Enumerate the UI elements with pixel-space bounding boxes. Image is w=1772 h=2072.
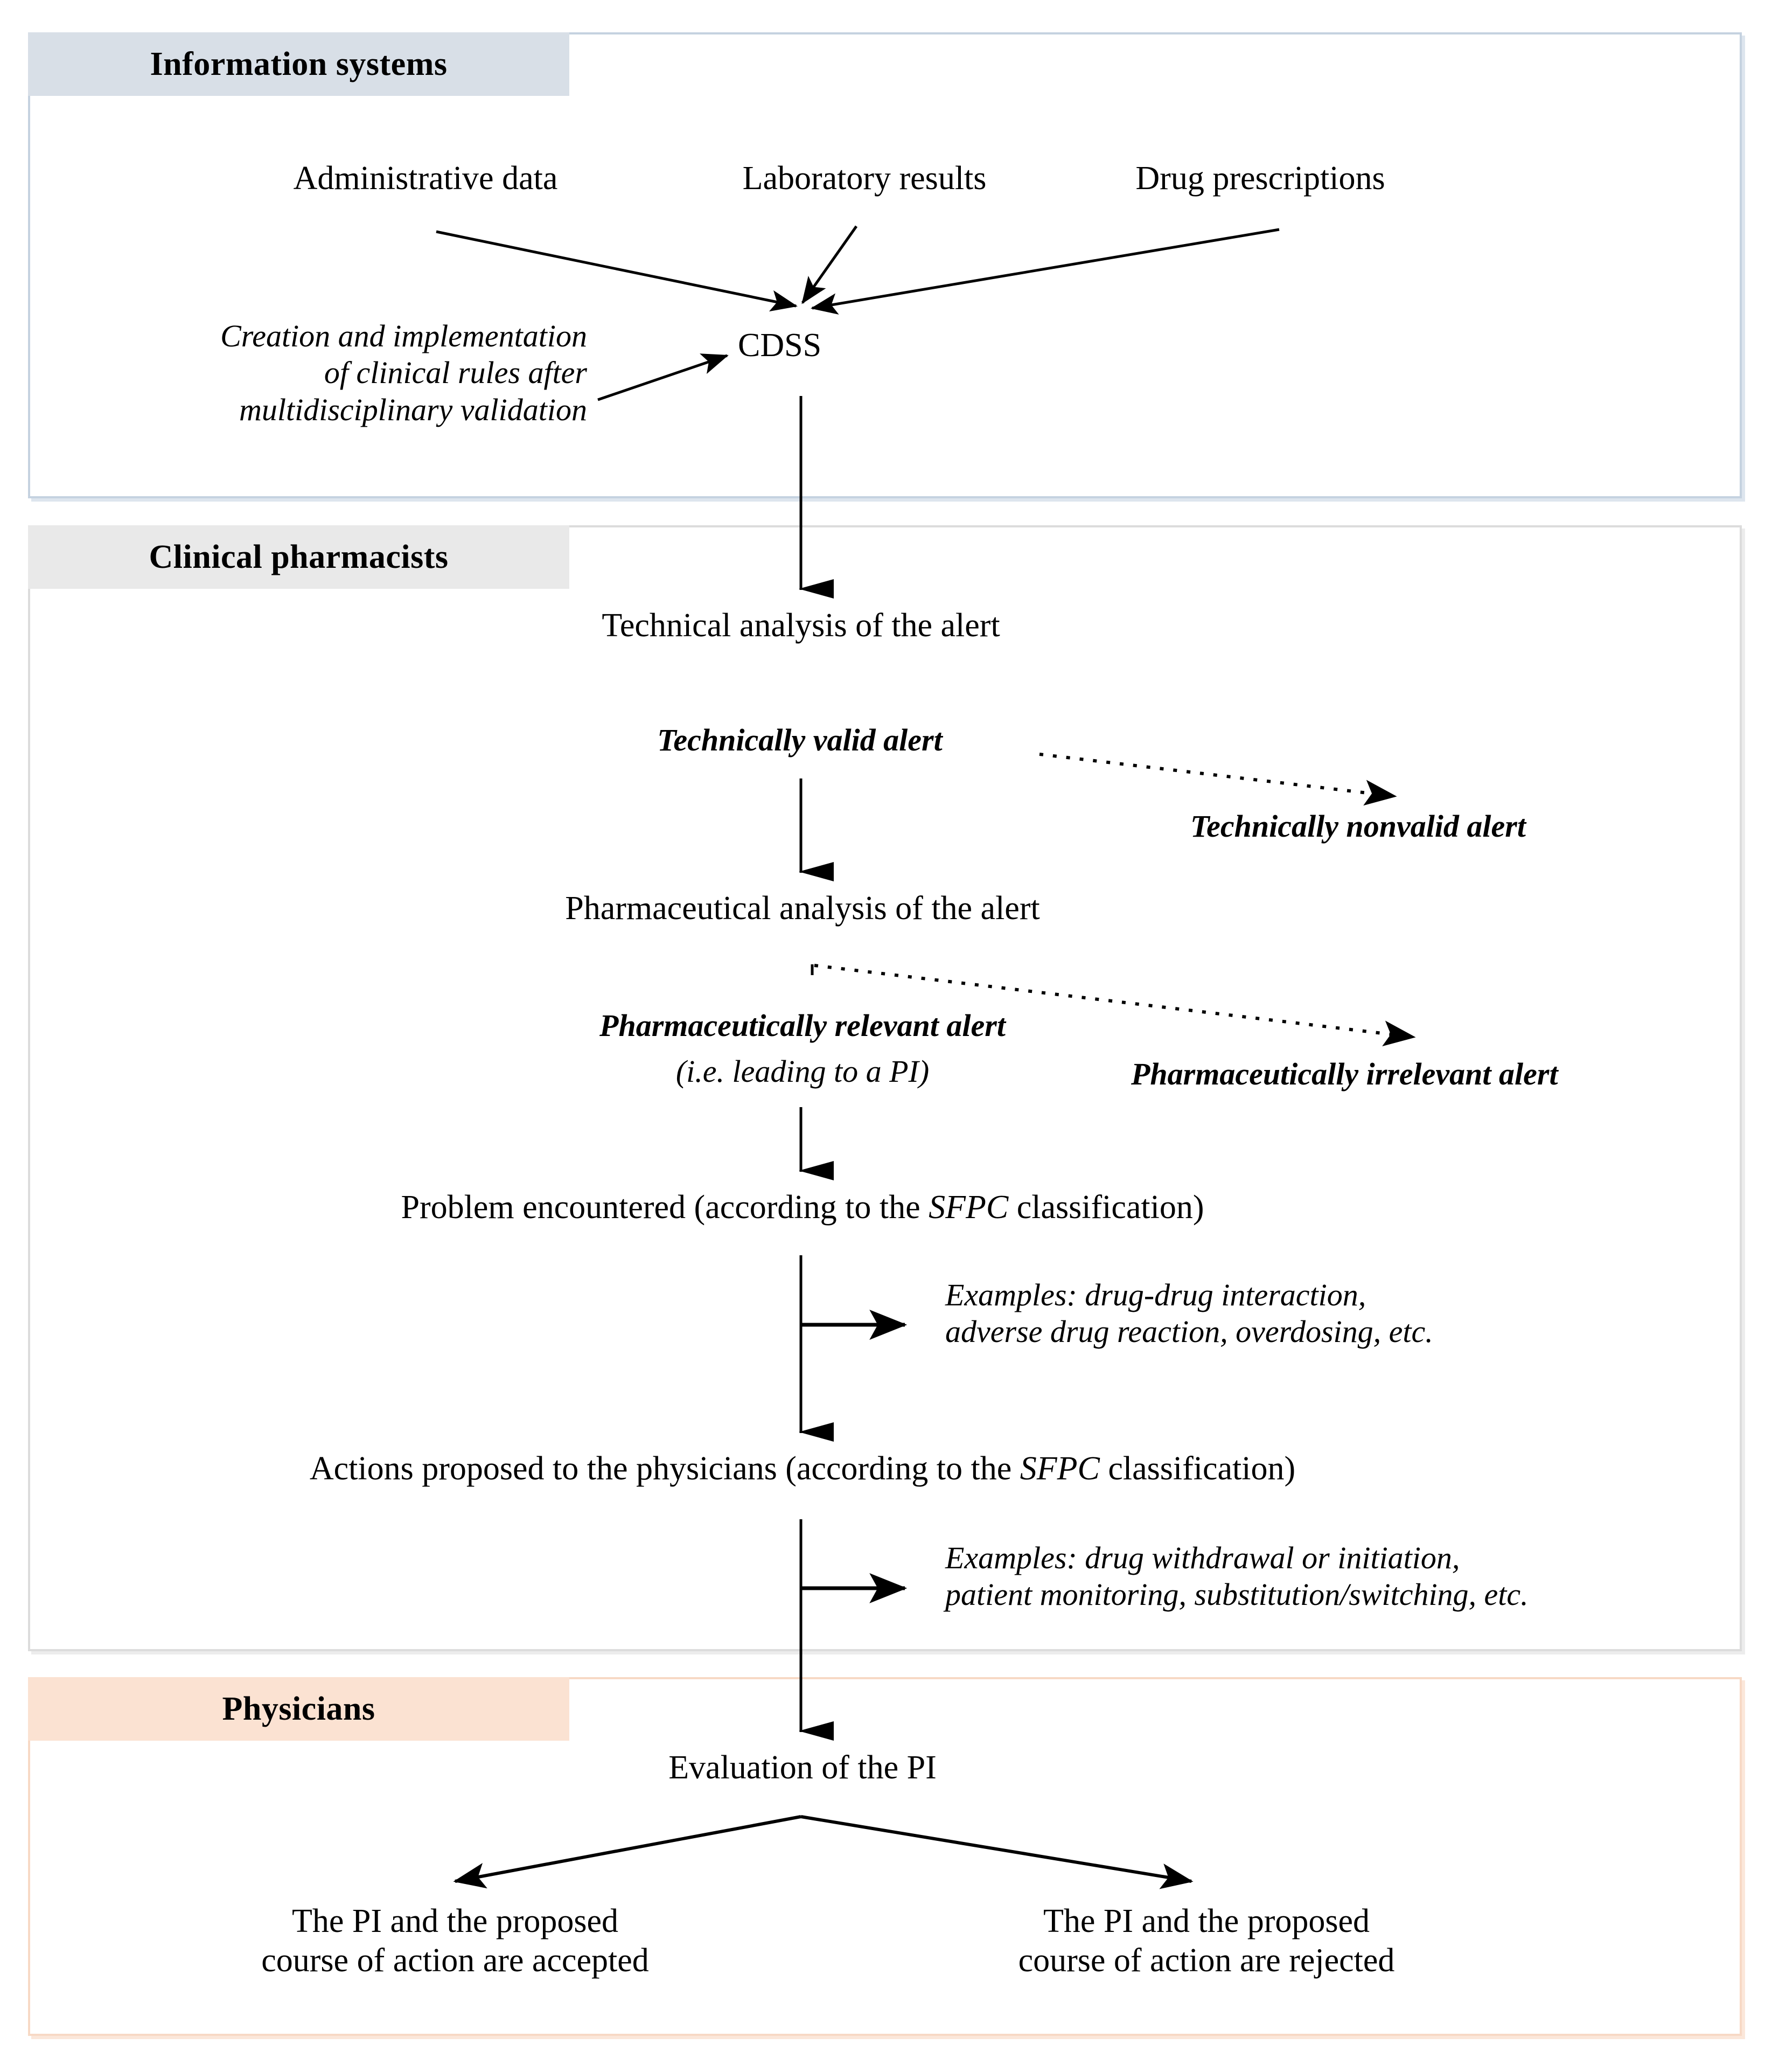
- node-clinical-rules: Creation and implementation of clinical …: [220, 318, 587, 427]
- node-laboratory-results: Laboratory results: [742, 160, 987, 197]
- node-actions-proposed-part2: classification): [1099, 1450, 1296, 1487]
- node-actions-proposed-part1: Actions proposed to the physicians (acco…: [309, 1450, 1020, 1487]
- node-problem-encountered: Problem encountered (according to the SF…: [178, 1188, 1427, 1227]
- node-actions-proposed: Actions proposed to the physicians (acco…: [92, 1449, 1513, 1489]
- node-pharmaceutically-relevant-alert-subtext: (i.e. leading to a PI): [675, 1054, 930, 1089]
- node-problem-encountered-sfpc: SFPC: [929, 1189, 1009, 1226]
- node-pharmaceutical-analysis: Pharmaceutical analysis of the alert: [565, 890, 1040, 927]
- node-cdss: CDSS: [738, 327, 822, 364]
- node-pharmaceutically-irrelevant-alert: Pharmaceutically irrelevant alert: [1131, 1056, 1558, 1091]
- node-technically-nonvalid-alert: Technically nonvalid alert: [1190, 809, 1526, 844]
- node-pharmaceutically-relevant-alert: Pharmaceutically relevant alert: [599, 1008, 1006, 1043]
- lane-panel-clinical-pharmacists: [28, 525, 1742, 1651]
- lane-title-physicians-label: Physicians: [222, 1690, 375, 1727]
- node-outcome-accepted: The PI and the proposed course of action…: [261, 1903, 649, 1979]
- node-outcome-rejected: The PI and the proposed course of action…: [1018, 1903, 1395, 1979]
- node-evaluation-of-the-pi: Evaluation of the PI: [668, 1749, 937, 1786]
- lane-title-clinical-pharmacists: Clinical pharmacists: [28, 525, 569, 589]
- node-technical-analysis: Technical analysis of the alert: [602, 607, 1000, 644]
- lane-title-physicians: Physicians: [28, 1677, 569, 1741]
- lane-title-clinical-pharmacists-label: Clinical pharmacists: [149, 538, 449, 575]
- lane-title-information-systems-label: Information systems: [150, 45, 448, 82]
- node-technically-valid-alert: Technically valid alert: [657, 722, 943, 757]
- node-actions-proposed-sfpc: SFPC: [1020, 1450, 1100, 1487]
- lane-title-information-systems: Information systems: [28, 32, 569, 96]
- node-problem-encountered-part1: Problem encountered (according to the: [401, 1189, 929, 1226]
- node-drug-prescriptions: Drug prescriptions: [1135, 160, 1385, 197]
- node-problem-encountered-part2: classification): [1008, 1189, 1204, 1226]
- node-administrative-data: Administrative data: [293, 160, 558, 197]
- node-action-examples: Examples: drug withdrawal or initiation,…: [945, 1540, 1529, 1612]
- node-problem-examples: Examples: drug-drug interaction, adverse…: [945, 1277, 1433, 1350]
